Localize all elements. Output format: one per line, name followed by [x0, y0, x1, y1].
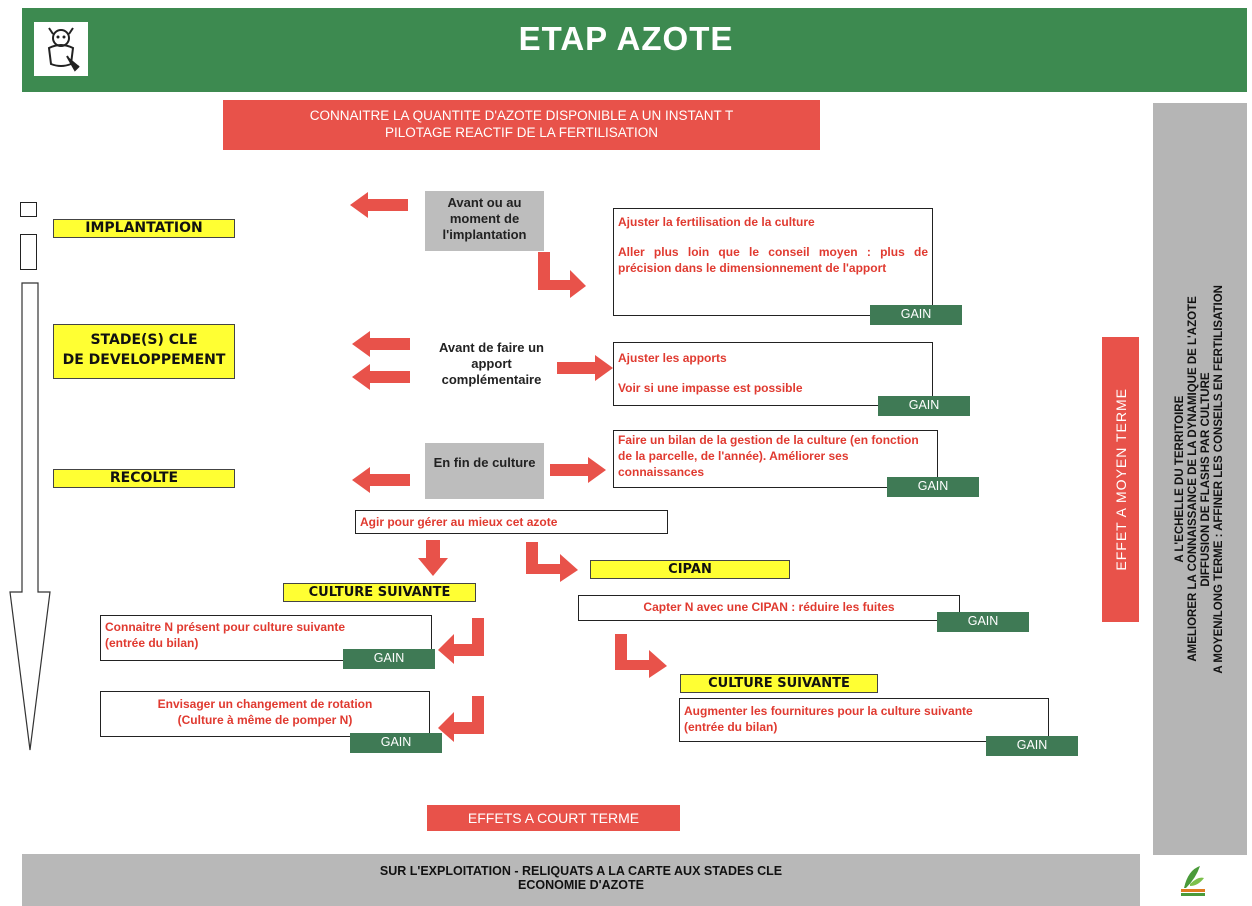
red-arrow-left-icon: [352, 364, 410, 390]
gain-badge: GAIN: [878, 396, 970, 416]
box-line: Aller plus loin que le conseil moyen : p…: [618, 245, 928, 275]
box-ajuster-apports: Ajuster les apports Voir si une impasse …: [613, 342, 933, 406]
top-banner-line1: CONNAITRE LA QUANTITE D'AZOTE DISPONIBLE…: [309, 108, 734, 123]
side-panel-text: A L'ECHELLE DU TERRITOIRE AMELIORER LA C…: [1174, 285, 1226, 674]
label-cipan: CIPAN: [590, 560, 790, 579]
label-culture-suivante-1: CULTURE SUIVANTE: [283, 583, 476, 602]
moment-line: Avant de faire un: [439, 340, 544, 355]
box-ajuster-fertilisation: Ajuster la fertilisation de la culture A…: [613, 208, 933, 316]
gardener-icon: [34, 22, 88, 76]
effet-moyen-terme: EFFET A MOYEN TERME: [1102, 337, 1139, 622]
stage-dev-line2: DE DEVELOPPEMENT: [62, 352, 226, 368]
box-line: (Culture à même de pomper N): [177, 713, 353, 727]
moment-line: l'implantation: [442, 227, 527, 242]
box-line: Augmenter les fournitures pour la cultur…: [684, 704, 973, 718]
gain-badge: GAIN: [887, 477, 979, 497]
red-bend-arrow-icon: [526, 542, 578, 582]
checkbox-square: [20, 202, 37, 217]
box-bilan: Faire un bilan de la gestion de la cultu…: [613, 430, 938, 488]
plant-logo-icon: [1181, 866, 1205, 896]
side-line4: A MOYEN/LONG TERME : AFFINER LES CONSEIL…: [1213, 284, 1225, 674]
moment-line: moment de: [449, 211, 520, 226]
footer-bar: SUR L'EXPLOITATION - RELIQUATS A LA CART…: [22, 854, 1140, 906]
red-bend-arrow-left-icon: [438, 696, 484, 742]
top-banner-line2: PILOTAGE REACTIF DE LA FERTILISATION: [384, 125, 659, 140]
box-line: Connaitre N présent pour culture suivant…: [105, 620, 346, 634]
red-arrow-right-icon: [550, 457, 606, 483]
moment-fin-culture: En fin de culture: [425, 443, 544, 499]
red-down-arrow-icon: [418, 540, 448, 576]
box-capter: Capter N avec une CIPAN : réduire les fu…: [578, 595, 960, 621]
side-line2: AMELIORER LA CONNAISSANCE DE LA DYNAMIQU…: [1187, 296, 1199, 662]
gain-badge: GAIN: [870, 305, 962, 325]
moment-avant-implantation: Avant ou au moment de l'implantation: [425, 191, 544, 251]
footer-line2: ECONOMIE D'AZOTE: [518, 878, 644, 892]
gain-badge: GAIN: [343, 649, 435, 669]
effets-court-terme: EFFETS A COURT TERME: [427, 805, 680, 831]
effet-moyen-terme-text: EFFET A MOYEN TERME: [1112, 388, 1129, 571]
moment-line: apport: [471, 356, 512, 371]
box-line: Envisager un changement de rotation: [157, 697, 373, 711]
box-augmenter: Augmenter les fournitures pour la cultur…: [679, 698, 1049, 742]
box-agir: Agir pour gérer au mieux cet azote: [355, 510, 668, 534]
stage-recolte: RECOLTE: [53, 469, 235, 488]
timeline-down-arrow-icon: [9, 282, 51, 751]
box-line: (entrée du bilan): [684, 720, 778, 734]
box-line: Ajuster la fertilisation de la culture: [618, 215, 815, 229]
footer-line1: SUR L'EXPLOITATION - RELIQUATS A LA CART…: [379, 864, 783, 878]
gain-badge: GAIN: [350, 733, 442, 753]
gain-badge: GAIN: [937, 612, 1029, 632]
red-arrow-left-icon: [352, 467, 410, 493]
side-line1: A L'ECHELLE DU TERRITOIRE: [1174, 395, 1186, 563]
label-culture-suivante-2: CULTURE SUIVANTE: [680, 674, 878, 693]
stage-dev-line1: STADE(S) CLE: [90, 332, 198, 348]
top-banner: CONNAITRE LA QUANTITE D'AZOTE DISPONIBLE…: [223, 100, 820, 150]
checkbox-rect: [20, 234, 37, 270]
side-line3: DIFFUSION DE FLASHS PAR CULTURE: [1200, 371, 1212, 587]
box-line: Voir si une impasse est possible: [618, 381, 803, 395]
moment-line: complémentaire: [441, 372, 542, 387]
page-title: ETAP AZOTE: [518, 20, 734, 57]
red-bend-arrow-left-icon: [438, 618, 484, 664]
gain-badge: GAIN: [986, 736, 1078, 756]
stage-implantation: IMPLANTATION: [53, 219, 235, 238]
stage-developpement: STADE(S) CLE DE DEVELOPPEMENT: [53, 324, 235, 379]
red-arrow-left-icon: [352, 331, 410, 357]
red-bend-arrow-icon: [538, 252, 586, 298]
moment-avant-apport: Avant de faire un apport complémentaire: [425, 334, 558, 399]
red-bend-arrow-icon: [615, 634, 667, 678]
box-envisager: Envisager un changement de rotation (Cul…: [100, 691, 430, 737]
side-panel: A L'ECHELLE DU TERRITOIRE AMELIORER LA C…: [1153, 103, 1247, 855]
red-arrow-right-icon: [557, 355, 613, 381]
moment-line: Avant ou au: [447, 195, 522, 210]
header-bar: [22, 8, 1247, 92]
red-arrow-left-icon: [350, 192, 408, 218]
box-line: Ajuster les apports: [618, 351, 727, 365]
box-line: (entrée du bilan): [105, 636, 199, 650]
